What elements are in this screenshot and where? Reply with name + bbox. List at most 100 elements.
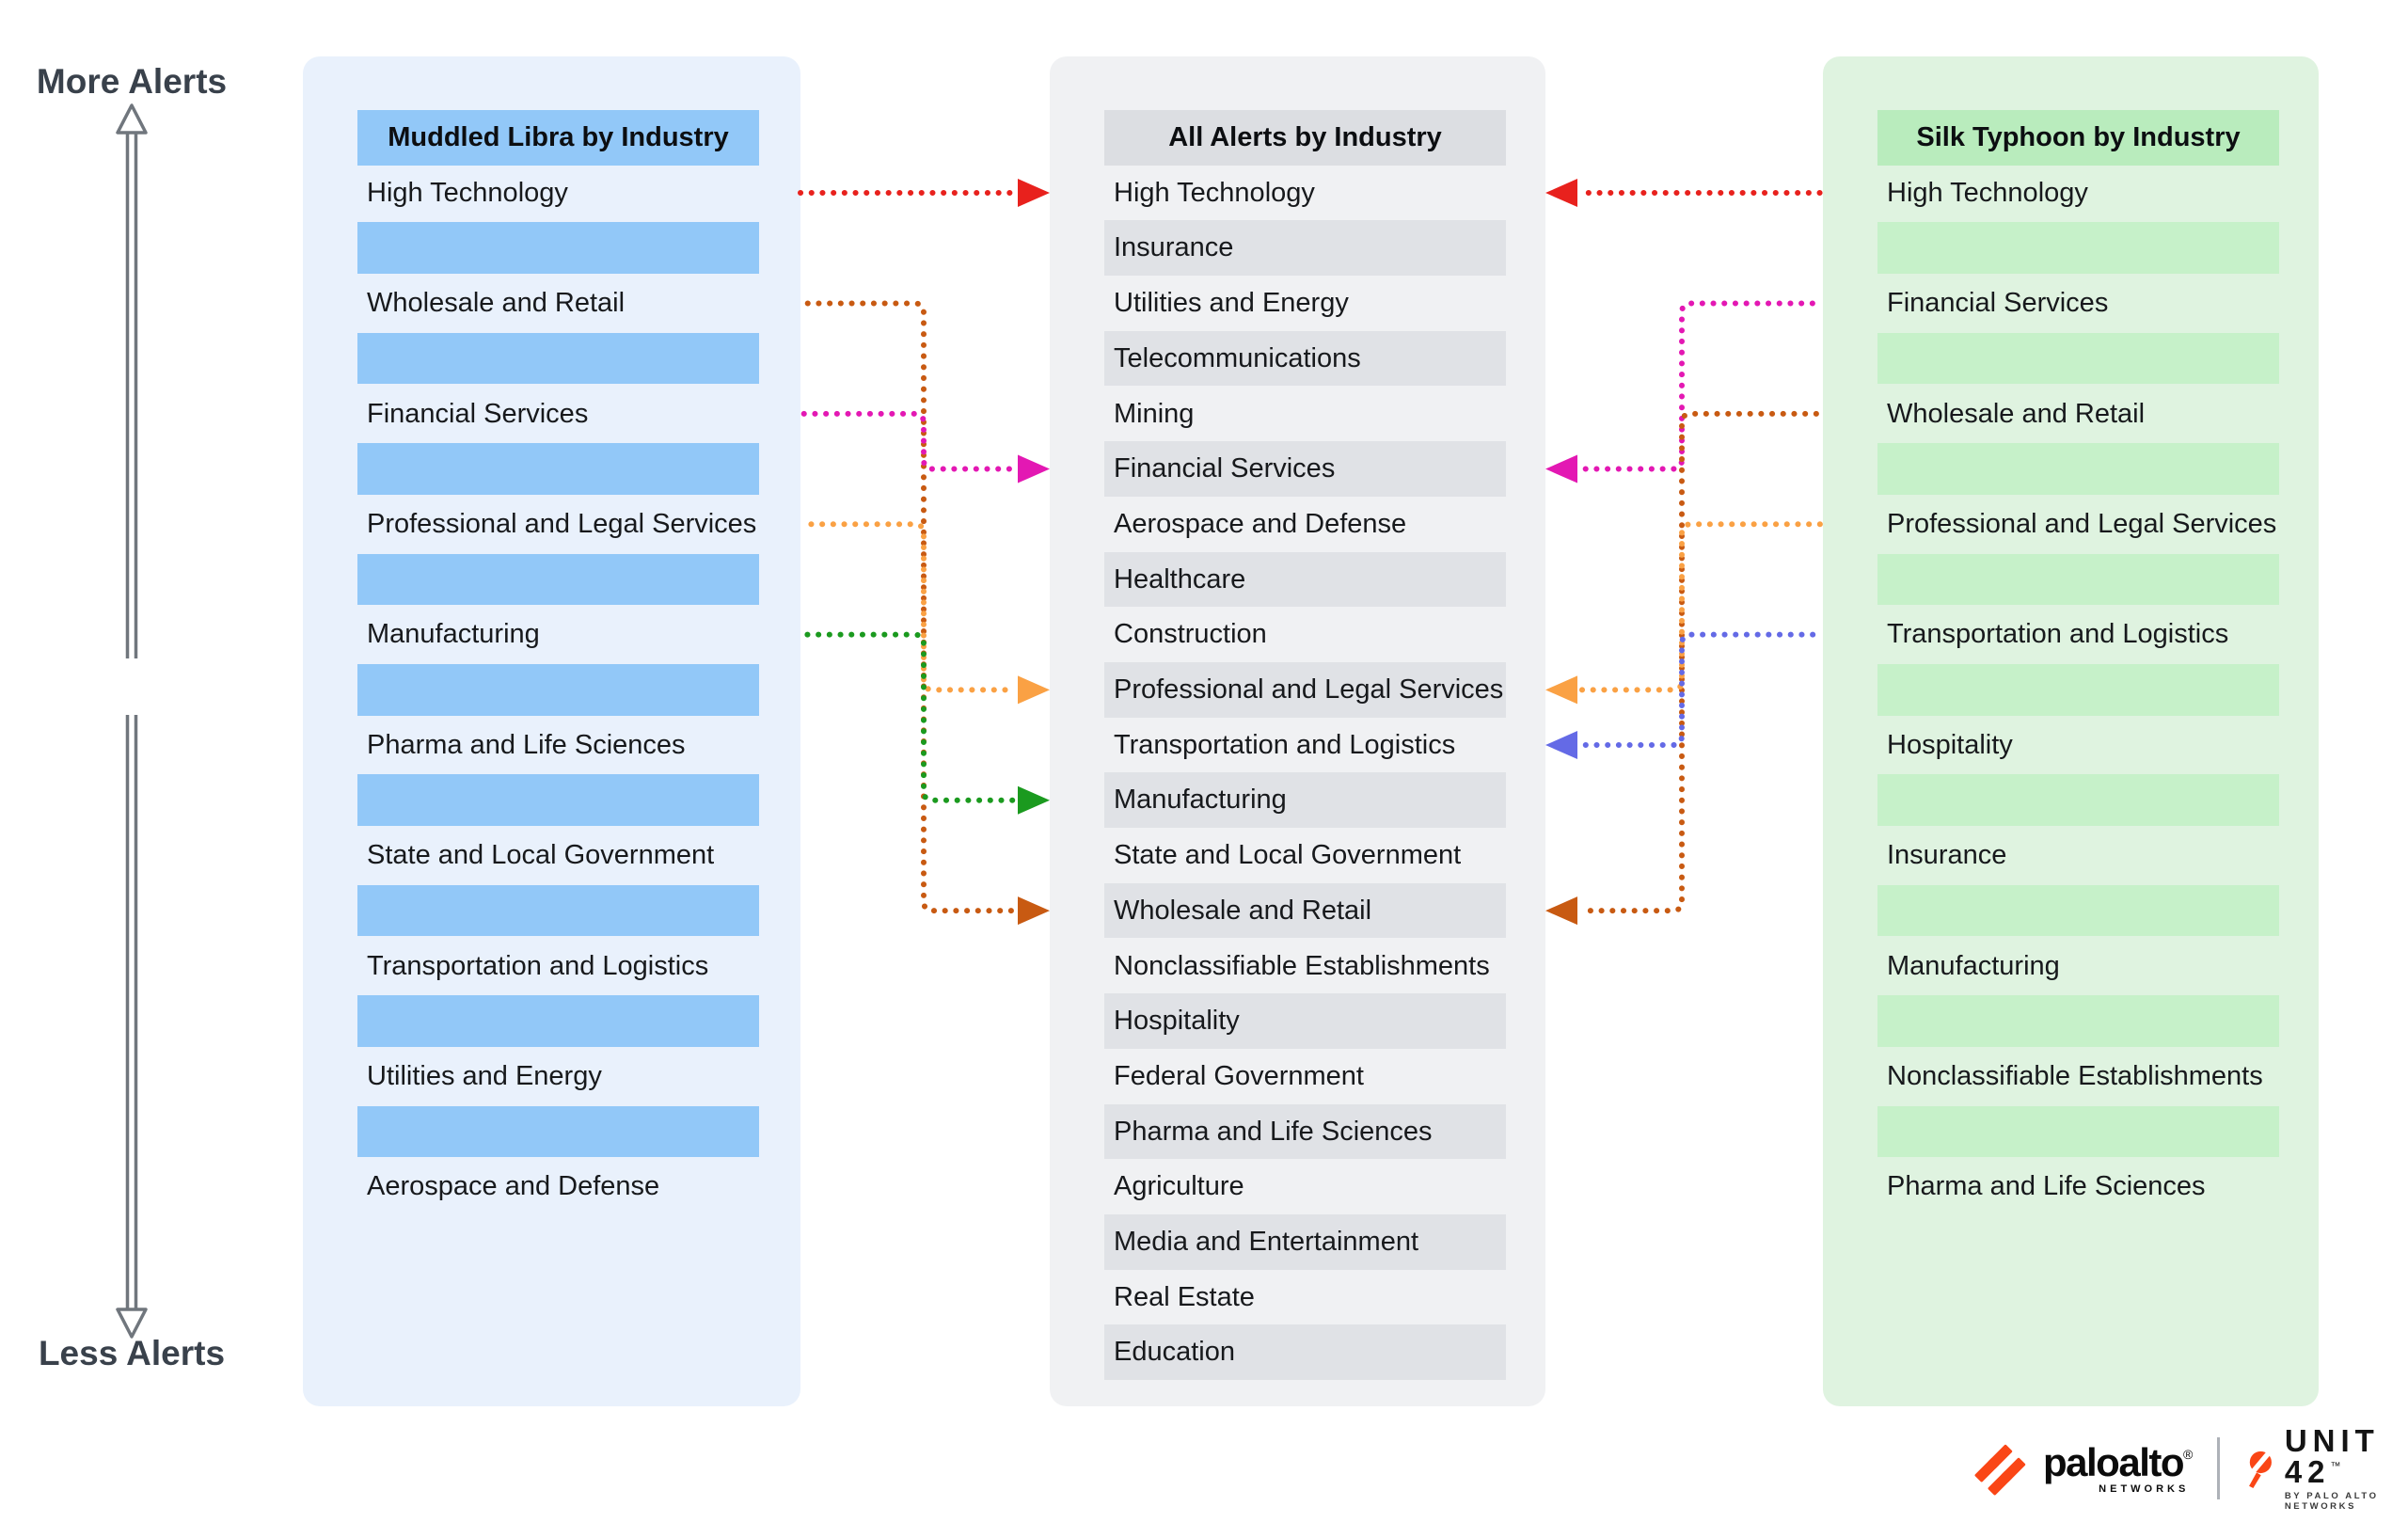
unit42-logo: UNIT 42™ BY PALO ALTO NETWORKS <box>2244 1425 2408 1512</box>
left-industry-label: Professional and Legal Services <box>367 508 757 539</box>
middle-industry-row: Real Estate <box>1114 1281 1255 1312</box>
connector-left-high-technology <box>798 179 1050 208</box>
right-alert-volume-bar <box>1877 995 2279 1047</box>
right-alert-volume-bar <box>1877 774 2279 827</box>
middle-industry-row: Media and Entertainment <box>1104 1214 1506 1270</box>
left-industry-label: State and Local Government <box>367 840 715 871</box>
middle-industry-row: Telecommunications <box>1104 330 1506 387</box>
registered-mark: ® <box>2183 1446 2194 1462</box>
middle-industry-row: Insurance <box>1104 220 1506 277</box>
unit42-wordmark: UNIT 42 <box>2284 1423 2380 1489</box>
arrowhead-icon <box>1018 675 1050 705</box>
networks-wordmark: NETWORKS <box>2099 1482 2190 1495</box>
connector-right-transportation-and-logistics <box>1545 631 1826 760</box>
arrowhead-icon <box>1018 454 1050 484</box>
left-alert-volume-bar <box>357 443 759 495</box>
middle-industry-row: Transportation and Logistics <box>1114 729 1456 760</box>
connector-right-wholesale-and-retail <box>1545 410 1826 926</box>
left-industry-label: Transportation and Logistics <box>367 950 709 981</box>
left-industry-label: Financial Services <box>367 398 589 429</box>
trademark-mark: ™ <box>2330 1461 2341 1472</box>
footer-logos: paloalto® NETWORKS UNIT 42™ BY PALO ALTO… <box>1973 1425 2408 1512</box>
middle-industry-row: Pharma and Life Sciences <box>1104 1103 1506 1160</box>
left-industry-label: Wholesale and Retail <box>367 288 626 319</box>
middle-industry-row: Mining <box>1114 398 1195 429</box>
right-column-title: Silk Typhoon by Industry <box>1877 110 2279 166</box>
connector-right-high-technology <box>1545 179 1826 208</box>
right-industry-label: Wholesale and Retail <box>1887 398 2146 429</box>
right-industry-label: Insurance <box>1887 840 2007 871</box>
unit42-icon <box>2247 1448 2273 1488</box>
middle-industry-row: Utilities and Energy <box>1114 288 1349 319</box>
right-alert-volume-bar <box>1877 884 2279 937</box>
right-industry-label: High Technology <box>1887 177 2088 208</box>
right-alert-volume-bar <box>1877 332 2279 385</box>
middle-industry-row: Agriculture <box>1114 1171 1244 1202</box>
middle-industry-row: Professional and Legal Services <box>1104 662 1506 718</box>
connector-right-professional-and-legal-services <box>1545 521 1826 705</box>
right-alert-volume-bar <box>1877 1105 2279 1158</box>
connector-left-financial-services <box>798 410 1050 484</box>
arrowhead-icon <box>1018 896 1050 926</box>
left-alert-volume-bar <box>357 332 759 385</box>
right-industry-label: Hospitality <box>1887 729 2013 760</box>
middle-industry-row: Aerospace and Defense <box>1114 508 1407 539</box>
right-industry-label: Transportation and Logistics <box>1887 619 2229 650</box>
right-alert-volume-bar <box>1877 222 2279 275</box>
middle-industry-row: Wholesale and Retail <box>1104 882 1506 939</box>
arrowhead-icon <box>1018 179 1050 208</box>
left-industry-label: Utilities and Energy <box>367 1060 602 1091</box>
left-alert-volume-bar <box>357 664 759 716</box>
middle-industry-row: Nonclassifiable Establishments <box>1114 950 1490 981</box>
left-industry-label: Pharma and Life Sciences <box>367 729 686 760</box>
right-industry-label: Manufacturing <box>1887 950 2060 981</box>
arrowhead-icon <box>1018 785 1050 815</box>
middle-industry-row: High Technology <box>1114 177 1315 208</box>
less-alerts-label: Less Alerts <box>38 1334 226 1372</box>
middle-industry-row: Hospitality <box>1104 993 1506 1049</box>
arrowhead-icon <box>1545 454 1577 484</box>
connector-left-wholesale-and-retail <box>798 300 1050 926</box>
right-alert-volume-bar <box>1877 664 2279 716</box>
left-alert-volume-bar <box>357 995 759 1047</box>
arrowhead-icon <box>1545 179 1577 208</box>
middle-column-title: All Alerts by Industry <box>1104 110 1506 166</box>
middle-industry-row: Education <box>1104 1324 1506 1381</box>
left-alert-volume-bar <box>357 222 759 275</box>
left-alert-volume-bar <box>357 553 759 606</box>
middle-industry-row: Healthcare <box>1104 551 1506 608</box>
connector-left-professional-and-legal-services <box>798 521 1050 705</box>
middle-industry-row: Construction <box>1114 619 1267 650</box>
right-industry-label: Nonclassifiable Establishments <box>1887 1060 2263 1091</box>
connector-right-financial-services <box>1545 300 1826 484</box>
middle-industry-row: Manufacturing <box>1104 772 1506 829</box>
more-alerts-label: More Alerts <box>36 62 228 101</box>
right-industry-label: Professional and Legal Services <box>1887 508 2277 539</box>
right-industry-label: Financial Services <box>1887 288 2109 319</box>
unit42-subtext: BY PALO ALTO NETWORKS <box>2284 1491 2379 1512</box>
middle-industry-row: Federal Government <box>1114 1060 1364 1091</box>
left-column-title: Muddled Libra by Industry <box>357 110 759 166</box>
left-industry-label: Aerospace and Defense <box>367 1171 660 1202</box>
right-alert-volume-bar <box>1877 553 2279 606</box>
left-alert-volume-bar <box>357 774 759 827</box>
arrowhead-icon <box>1545 896 1577 926</box>
footer-divider <box>2217 1437 2220 1499</box>
connector-left-manufacturing <box>798 631 1050 815</box>
right-industry-label: Pharma and Life Sciences <box>1887 1171 2206 1202</box>
palo-alto-networks-logo: paloalto® NETWORKS <box>1973 1441 2193 1496</box>
left-industry-label: Manufacturing <box>367 619 540 650</box>
right-alert-volume-bar <box>1877 443 2279 495</box>
left-industry-label: High Technology <box>367 177 568 208</box>
middle-industry-row: Financial Services <box>1104 441 1506 497</box>
palo-alto-icon <box>1974 1444 2026 1496</box>
left-alert-volume-bar <box>357 1105 759 1158</box>
left-alert-volume-bar <box>357 884 759 937</box>
middle-industry-row: State and Local Government <box>1114 840 1462 871</box>
arrowhead-icon <box>1545 731 1577 760</box>
palo-alto-wordmark: paloalto <box>2043 1439 2185 1484</box>
